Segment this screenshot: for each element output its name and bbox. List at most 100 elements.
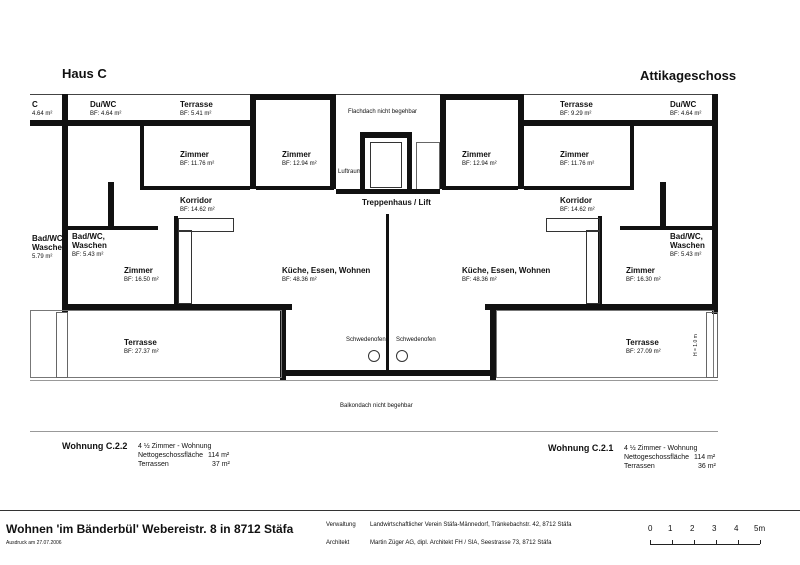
unit-area-label: Nettogeschossfläche xyxy=(624,454,689,461)
wall xyxy=(630,126,634,188)
unit-terrace: 37 m² xyxy=(212,461,230,468)
verwaltung-label: Verwaltung xyxy=(326,522,356,528)
verwaltung-text: Landwirtschaftlicher Verein Stäfa-Männed… xyxy=(370,522,572,528)
unit-type: 4 ½ Zimmer - Wohnung xyxy=(138,443,212,450)
wall xyxy=(280,304,286,380)
kitchen-counter xyxy=(178,230,192,304)
scale-label: 5m xyxy=(754,524,766,533)
wall xyxy=(174,216,178,311)
wall xyxy=(390,370,496,376)
scale-label: 2 xyxy=(690,524,695,533)
unit-terrace-label: Terrassen xyxy=(138,461,169,468)
room-treppenhaus: Treppenhaus / Lift xyxy=(362,198,431,207)
unit-terrace-label: Terrassen xyxy=(624,463,655,470)
wall xyxy=(407,132,412,192)
wall xyxy=(518,94,524,189)
scale-tick xyxy=(694,540,695,544)
unit-summary-right: Wohnung C.2.1 4 ½ Zimmer - Wohnung Netto… xyxy=(548,444,748,484)
label-flachdach: Flachdach nicht begehbar xyxy=(348,109,418,115)
wall xyxy=(62,94,68,312)
wall xyxy=(256,94,336,100)
scale-label: 4 xyxy=(734,524,739,533)
scale-bar: 0 1 2 3 4 5m xyxy=(648,524,768,554)
wall xyxy=(386,214,389,374)
wall xyxy=(660,182,666,228)
unit-name: Wohnung C.2.1 xyxy=(548,443,614,453)
unit-area: 114 m² xyxy=(694,454,716,461)
terrace-rail xyxy=(706,312,718,378)
wall xyxy=(330,94,336,189)
label-hoehe: H = 1.0 m xyxy=(693,334,699,356)
label-luftraum: Luftraum xyxy=(338,169,362,175)
wall xyxy=(62,304,292,310)
unit-name: Wohnung C.2.2 xyxy=(62,441,128,451)
terrace-rail xyxy=(56,312,68,378)
unit-terrace: 36 m² xyxy=(698,463,716,470)
label-schwedenofen-right: Schwedenofen xyxy=(396,337,436,343)
wall xyxy=(490,304,496,380)
scale-line xyxy=(650,544,760,545)
project-title: Wohnen 'im Bänderbül' Webereistr. 8 in 8… xyxy=(6,522,294,536)
unit-type: 4 ½ Zimmer - Wohnung xyxy=(624,445,698,452)
scale-tick xyxy=(738,540,739,544)
unit-area: 114 m² xyxy=(208,452,230,459)
wall xyxy=(30,120,255,126)
kitchen-counter xyxy=(178,218,234,232)
kitchen-counter xyxy=(586,230,600,304)
wall xyxy=(140,126,144,188)
label-balkondach: Balkondach nicht begehbar xyxy=(340,403,413,409)
wall xyxy=(336,189,440,194)
scale-label: 0 xyxy=(648,524,653,533)
wall xyxy=(524,186,634,190)
unit-area-label: Nettogeschossfläche xyxy=(138,452,203,459)
label-schwedenofen-left: Schwedenofen xyxy=(346,337,386,343)
wall xyxy=(360,132,365,192)
building-title: Haus C xyxy=(62,66,107,81)
wall xyxy=(140,186,250,190)
balcony-roof xyxy=(30,380,718,432)
scale-tick xyxy=(760,540,761,544)
scale-tick xyxy=(716,540,717,544)
wall xyxy=(442,186,518,190)
wall xyxy=(440,94,520,100)
terrace-outline-right xyxy=(496,310,714,378)
wall xyxy=(280,370,390,376)
wall xyxy=(250,94,256,189)
lift-shaft xyxy=(370,142,402,188)
wall xyxy=(256,186,334,190)
wall xyxy=(598,216,602,311)
print-date: Ausdruck am 27.07.2006 xyxy=(6,540,62,546)
stove-icon xyxy=(396,350,408,362)
wall xyxy=(68,226,158,230)
wall xyxy=(712,94,718,314)
kitchen-counter xyxy=(546,218,600,232)
wall xyxy=(360,132,412,138)
wall xyxy=(440,94,446,189)
floor-title: Attikageschoss xyxy=(640,68,737,83)
wall xyxy=(620,226,712,230)
stair-steps xyxy=(416,142,440,194)
wall xyxy=(108,182,114,228)
terrace-outline-left xyxy=(30,310,282,378)
frame-top-line xyxy=(30,94,718,95)
scale-tick xyxy=(650,540,651,544)
